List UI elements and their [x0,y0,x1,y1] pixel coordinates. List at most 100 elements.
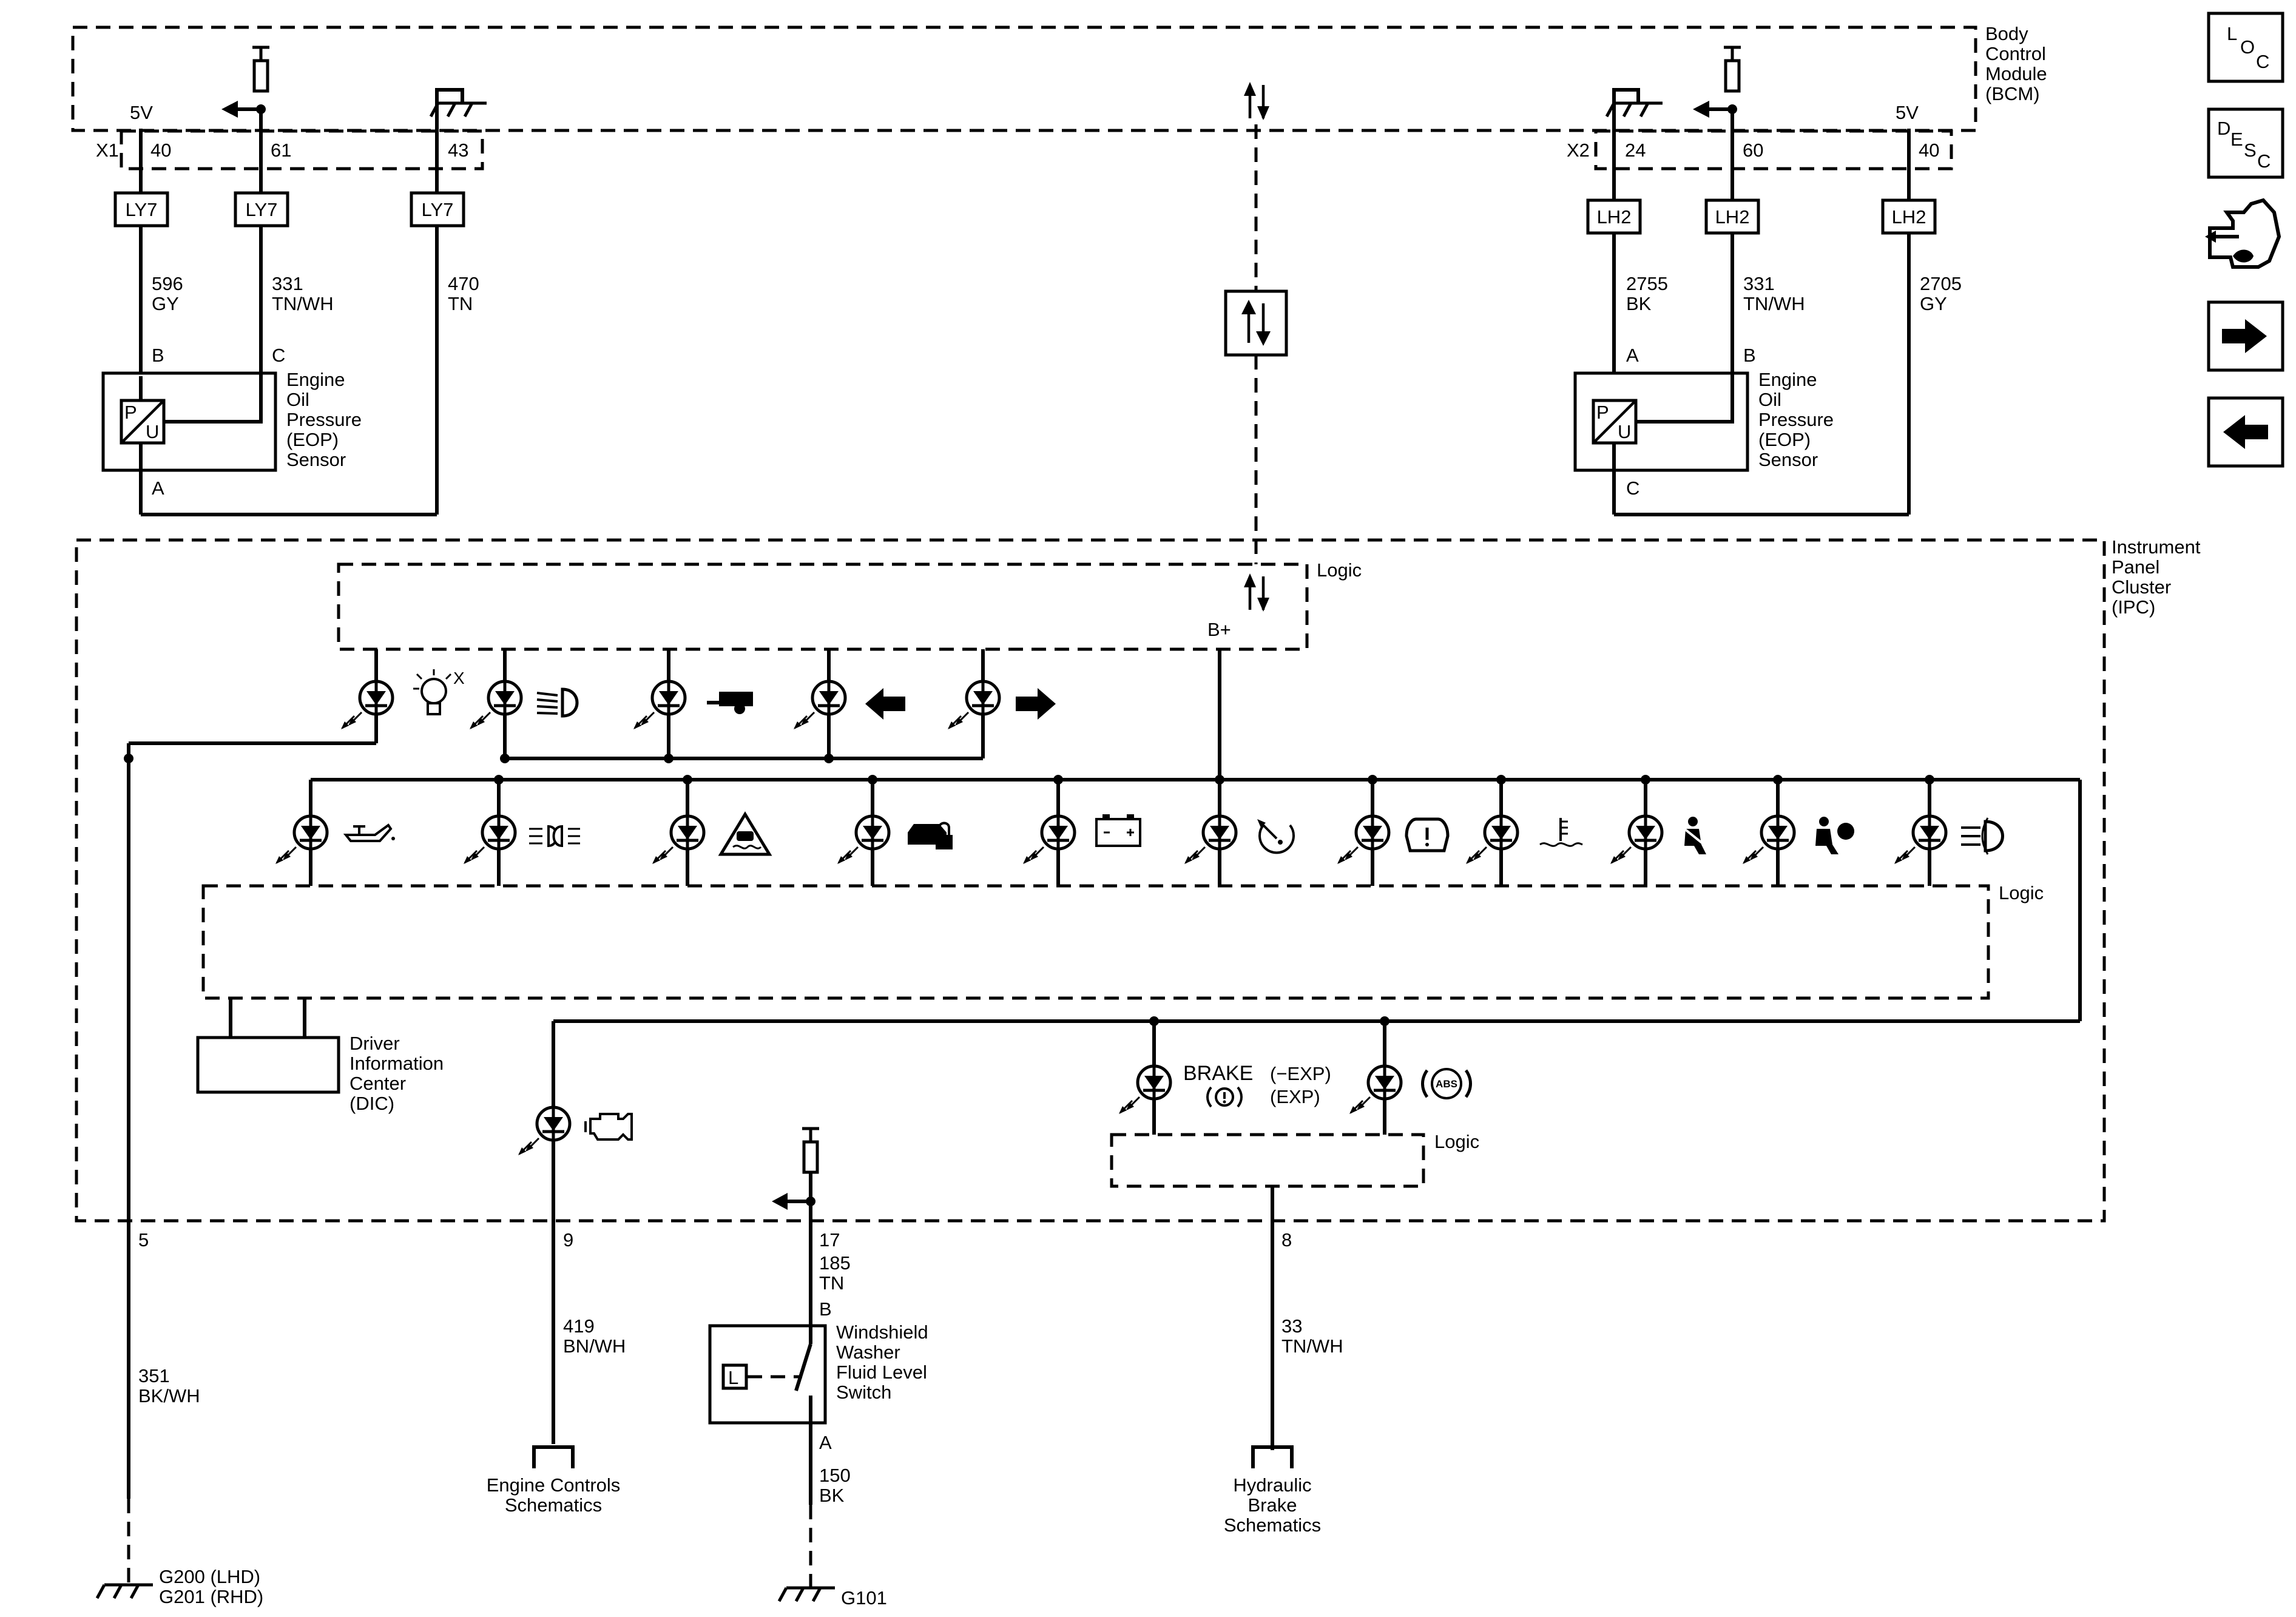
bcm-label-1: Body [1985,23,2028,44]
logic-block-top [337,562,1309,651]
cruise-control-icon [1257,819,1295,854]
turn-right-icon [1016,688,1056,720]
tag-lh2-2: LH2 [1715,206,1750,228]
x1-pin-61: 61 [271,140,291,161]
eop-left-pin-b: B [152,345,164,366]
dic-label-2: Information [349,1053,444,1074]
arrow-left-icon [221,101,238,118]
hydraulic-brake-label-3: Schematics [1224,1514,1321,1536]
washer-pullup-icon [802,1129,819,1172]
washer-pin-a: A [819,1432,832,1453]
eop-right-label-3: Pressure [1758,409,1834,430]
wire-2755-color: BK [1626,293,1652,314]
eop-right-p: P [1596,402,1609,423]
wire-33-color: TN/WH [1281,1335,1343,1357]
connector-x1 [120,129,484,170]
connector-wrench-button[interactable] [2205,198,2281,269]
dic-label-1: Driver [349,1033,400,1054]
next-page-button[interactable] [2207,300,2284,372]
option-tag-lh2-1 [1586,198,1642,235]
eop-left-label-5: Sensor [286,449,346,470]
wire-2705-num: 2705 [1920,273,1962,294]
desc-button[interactable]: D E S C [2207,107,2284,179]
led-oil-pressure [275,816,327,864]
led-brake-warning [1119,1066,1170,1114]
eop-left-p: P [124,402,137,423]
float-switch-icon [721,1363,748,1390]
ipc-pin-9: 9 [563,1229,573,1251]
driver-information-center [196,1036,340,1094]
led-parking-lamp [464,816,515,864]
wire-351-color: BK/WH [138,1385,200,1406]
seatbelt-icon [1683,817,1706,854]
wire-470-color: TN [448,293,473,314]
dic-label-4: (DIC) [349,1093,394,1114]
wire-185-color: TN [819,1272,844,1294]
logic-block-brake [1110,1133,1425,1188]
svg-text:X: X [453,669,465,687]
wire-2755-num: 2755 [1626,273,1668,294]
bcm-label-2: Control [1985,43,2046,64]
hydraulic-brake-label-1: Hydraulic [1233,1474,1311,1496]
led-traction-control [652,816,704,864]
bcm-boundary [71,25,1977,132]
washer-label-3: Fluid Level [836,1362,927,1383]
washer-label-1: Windshield [836,1322,928,1343]
engine-controls-label-1: Engine Controls [487,1474,621,1496]
led-turn-right [948,681,999,729]
bulb-out-icon: X [413,669,465,715]
ipc-boundary [75,538,2106,1223]
wire-150-num: 150 [819,1465,851,1486]
led-security [837,816,889,864]
engine-controls-label-2: Schematics [505,1494,602,1516]
oil-can-icon [343,823,395,842]
loc-o: O [2240,36,2255,58]
previous-page-button[interactable] [2207,396,2284,468]
loc-button[interactable]: L O C [2207,12,2284,83]
ground-g101-icon [779,1588,835,1601]
ipc-pin-5: 5 [138,1229,149,1251]
desc-c: C [2257,150,2271,172]
led-coolant-temp [1466,816,1518,864]
coolant-temp-icon [1539,818,1583,847]
wire-596-color: GY [152,293,179,314]
wire-331-color-left: TN/WH [272,293,334,314]
ipc-label-2: Panel [2112,556,2159,578]
eop-left-label-4: (EOP) [286,429,339,450]
eop-right-label-5: Sensor [1758,449,1818,470]
x1-pin-43: 43 [448,140,468,161]
wire-185-num: 185 [819,1252,851,1274]
x2-pin-40: 40 [1919,140,1939,161]
logic-label-main: Logic [1999,882,2044,903]
led-turn-left [794,681,845,729]
eop-left-pin-c: C [272,345,285,366]
led-low-beam [470,681,521,729]
wire-351-num: 351 [138,1365,170,1386]
fog-lamp-icon [1961,817,2004,855]
connector-x2 [1594,129,1953,170]
ipc-pin-8: 8 [1281,1229,1292,1251]
led-bulb-out [341,681,393,729]
abs-icon: ABS [1421,1068,1472,1099]
bcm-pullup-left-icon [252,47,269,91]
hydraulic-brake-label-2: Brake [1248,1494,1297,1516]
wire-419-color: BN/WH [563,1335,626,1357]
tag-ly7-3: LY7 [422,199,454,220]
wire-470-num: 470 [448,273,479,294]
serial-data-icon-ipc [1244,573,1269,612]
washer-l-label: L [728,1367,738,1388]
wire-331-color-right: TN/WH [1743,293,1805,314]
led-cruise-control [1184,816,1236,864]
wire-419-num: 419 [563,1315,595,1337]
x1-pin-40: 40 [150,140,171,161]
arrow-left-nav-icon [2223,415,2268,449]
trailer-icon [707,692,753,714]
eop-right-pin-c: C [1626,478,1639,499]
x2-pin-60: 60 [1743,140,1763,161]
led-fog-lamp [1894,816,1946,864]
check-engine-icon [584,1113,633,1141]
washer-pin-b: B [819,1298,832,1320]
brake-exp: (EXP) [1270,1086,1320,1107]
led-battery [1023,816,1075,864]
